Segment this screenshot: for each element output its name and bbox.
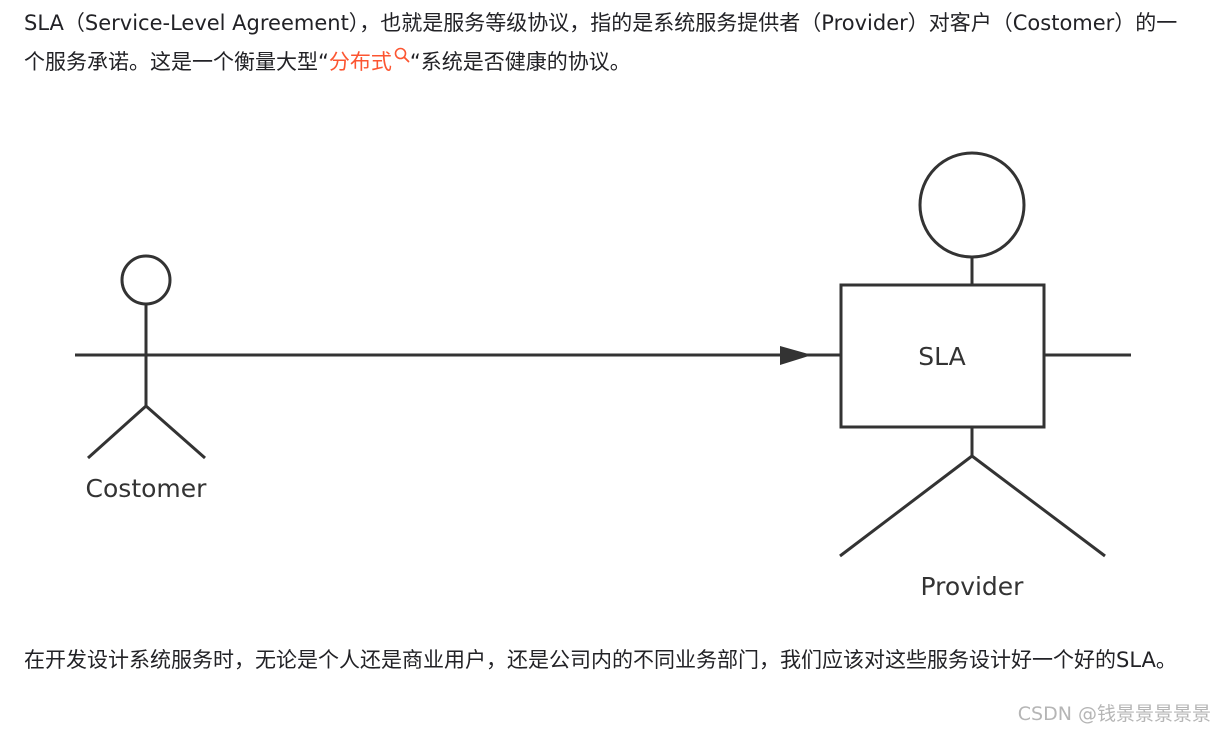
provider-label: Provider xyxy=(921,572,1025,601)
intro-paragraph: SLA（Service-Level Agreement），也就是服务等级协议，指… xyxy=(24,4,1194,82)
customer-head xyxy=(120,254,172,306)
provider-left-leg xyxy=(839,454,973,558)
watermark: CSDN @钱景景景景景 xyxy=(1017,703,1211,725)
sla-box-label: SLA xyxy=(918,342,965,371)
customer-right-leg xyxy=(145,404,206,460)
keyword-link-distributed[interactable]: 分布式 xyxy=(328,47,410,74)
keyword-link-text: 分布式 xyxy=(328,50,392,74)
outro-paragraph: 在开发设计系统服务时，无论是个人还是商业用户，还是公司内的不同业务部门，我们应该… xyxy=(24,648,1177,672)
intro-text-after: “系统是否健康的协议。 xyxy=(409,50,631,74)
search-icon xyxy=(394,47,410,63)
provider-head xyxy=(918,151,1026,259)
arrow-head xyxy=(780,346,812,365)
provider-right-leg xyxy=(971,454,1106,558)
customer-left-leg xyxy=(86,404,148,460)
intro-text-before: SLA（Service-Level Agreement），也就是服务等级协议，指… xyxy=(24,11,1178,74)
customer-label: Costomer xyxy=(86,474,208,503)
sla-box xyxy=(839,283,1046,429)
